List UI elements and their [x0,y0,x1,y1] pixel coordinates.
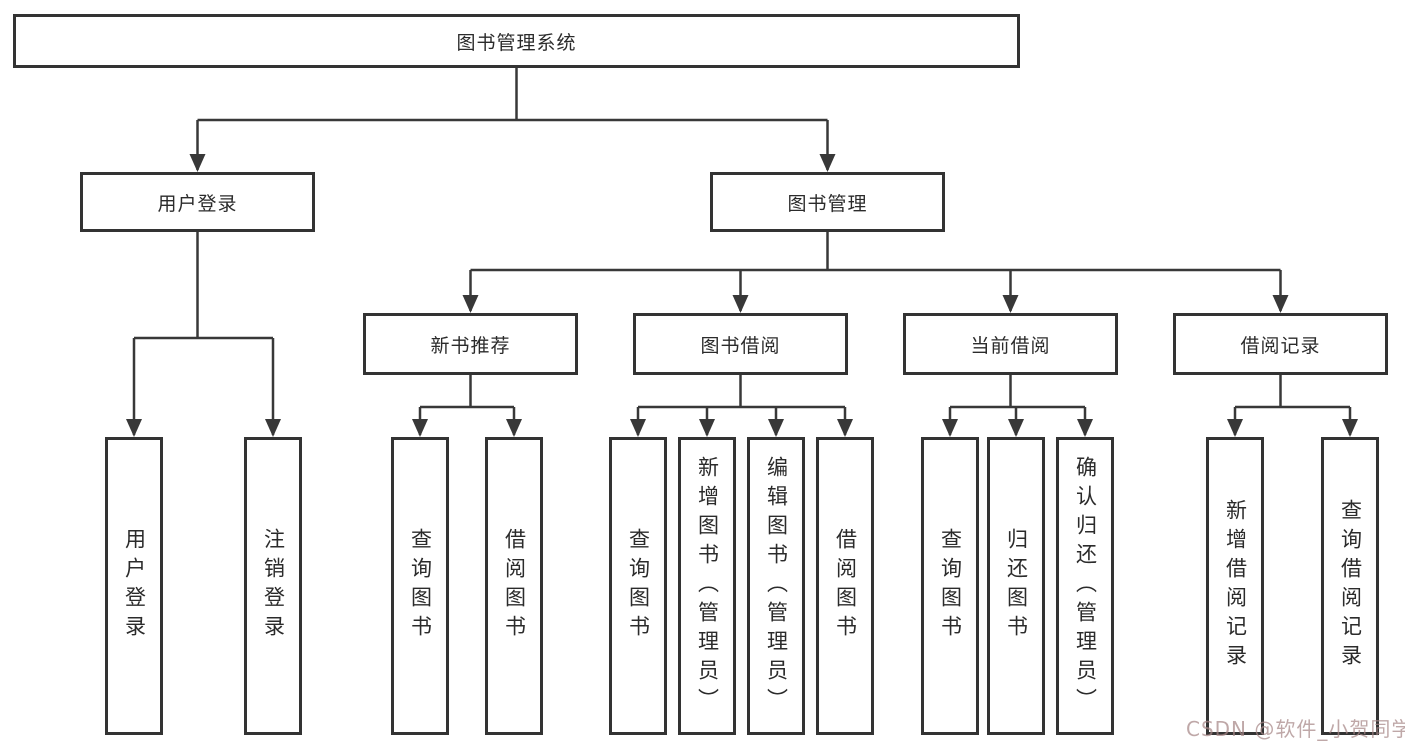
leaf-borrow-book-recommend: 借阅图书 [485,437,543,735]
leaf-return-book: 归还图书 [987,437,1045,735]
leaf-borrow-book: 借阅图书 [816,437,874,735]
leaf-user-login: 用户登录 [105,437,163,735]
arrowheads [126,154,1358,437]
leaf-add-borrow-record: 新增借阅记录 [1206,437,1264,735]
node-book-management: 图书管理 [710,172,945,232]
leaf-edit-book-admin: 编辑图书（管理员） [747,437,805,735]
leaf-confirm-return-admin: 确认归还（管理员） [1056,437,1114,735]
node-current-borrow: 当前借阅 [903,313,1118,375]
leaf-logout: 注销登录 [244,437,302,735]
node-root: 图书管理系统 [13,14,1020,68]
node-user-login: 用户登录 [80,172,315,232]
csdn-watermark: CSDN @软件_小贺同学 [1186,717,1405,741]
leaf-query-book-borrow: 查询图书 [609,437,667,735]
node-book-borrow: 图书借阅 [633,313,848,375]
node-borrow-record: 借阅记录 [1173,313,1388,375]
leaf-query-book-recommend: 查询图书 [391,437,449,735]
node-new-book-recommend: 新书推荐 [363,313,578,375]
leaf-query-borrow-record: 查询借阅记录 [1321,437,1379,735]
leaf-query-book-current: 查询图书 [921,437,979,735]
leaf-add-book-admin: 新增图书（管理员） [678,437,736,735]
